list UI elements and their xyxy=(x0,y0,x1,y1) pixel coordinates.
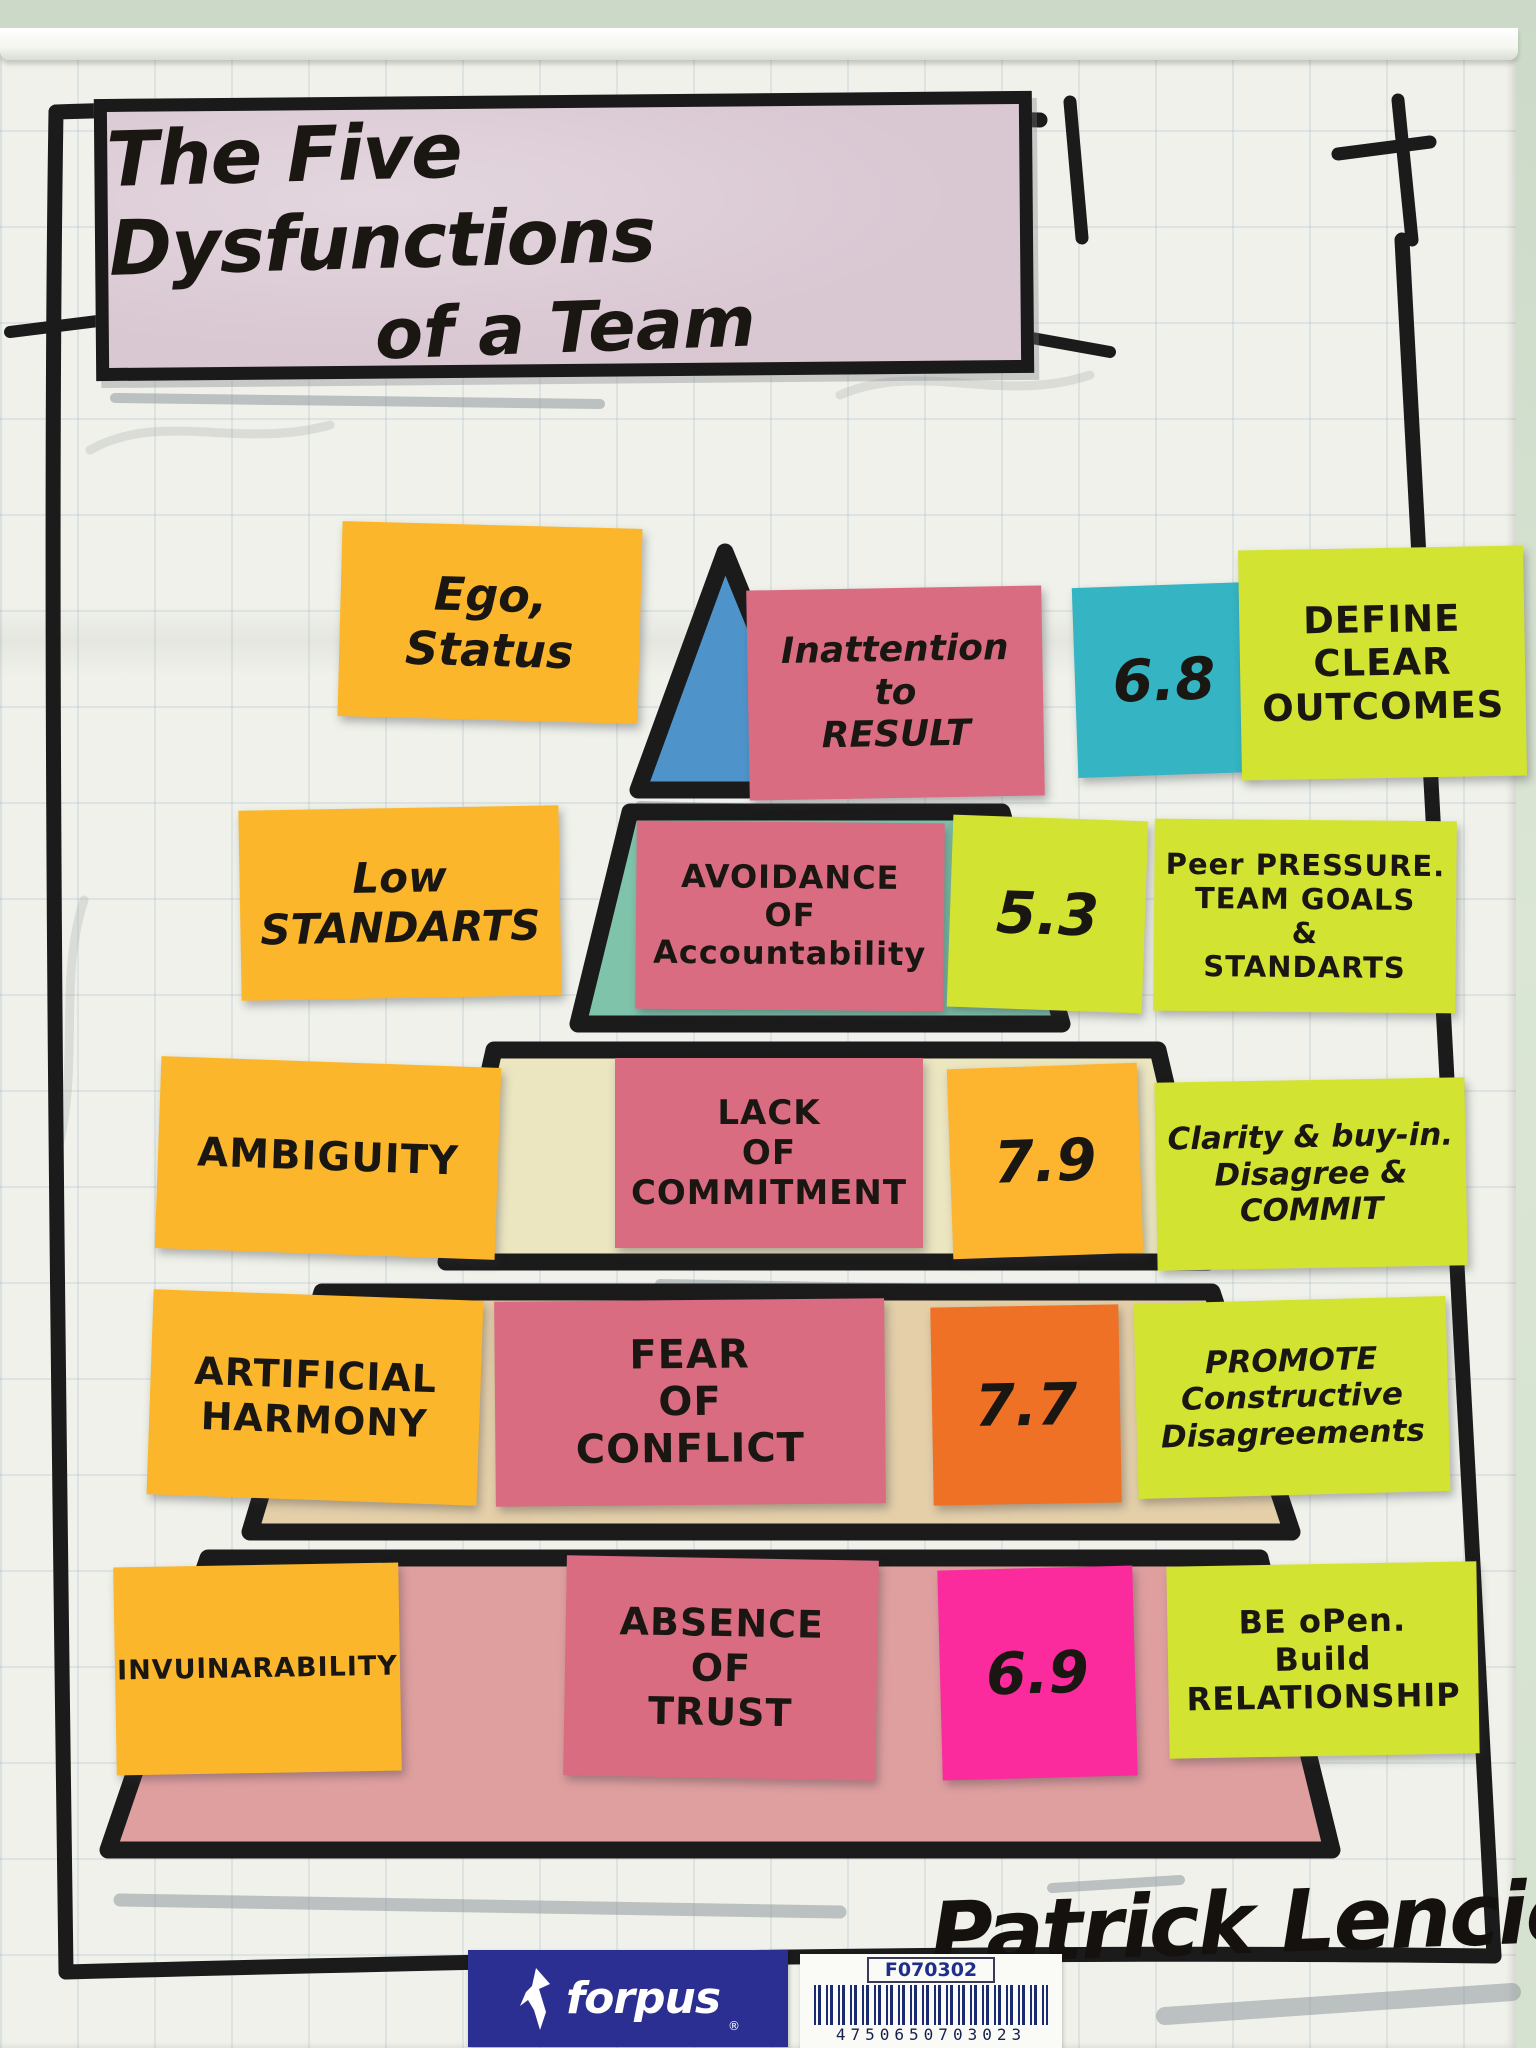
score-text-row5: 6.9 xyxy=(985,1637,1090,1709)
cause-text-row1: Ego, Status xyxy=(404,566,575,679)
cause-note-row5: INVUlNARABILITY xyxy=(113,1562,402,1776)
cause-note-row1: Ego, Status xyxy=(337,521,643,724)
registered-mark: ® xyxy=(728,2019,741,2033)
cause-text-row5: INVUlNARABILITY xyxy=(116,1650,399,1687)
barcode-digits: 4750650703023 xyxy=(835,2025,1027,2044)
cause-note-row4: ARTIFICIAL HARMONY xyxy=(146,1289,484,1506)
dysfunction-text-row3: LACK OF COMMITMENT xyxy=(630,1092,908,1214)
cause-note-row2: Low STANDARTS xyxy=(238,805,562,1001)
barcode-bars xyxy=(814,1985,1048,2025)
dysfunction-note-row1: Inattention to RESULT xyxy=(746,585,1045,801)
pad-top-curl xyxy=(0,28,1518,60)
remedy-note-row1: DEFINE CLEAR OUTCOMES xyxy=(1238,545,1527,781)
remedy-text-row4: PROMOTE Constructive Disagreements xyxy=(1160,1340,1426,1456)
dysfunction-note-row3: LACK OF COMMITMENT xyxy=(615,1058,923,1248)
score-text-row1: 6.8 xyxy=(1111,644,1217,716)
parrot-icon xyxy=(519,1967,550,2030)
remedy-text-row2: Peer PRESSURE. TEAM GOALS & STANDARTS xyxy=(1165,846,1446,986)
cause-text-row4: ARTIFICIAL HARMONY xyxy=(193,1348,438,1446)
score-text-row3: 7.9 xyxy=(992,1125,1098,1197)
dysfunction-text-row1: Inattention to RESULT xyxy=(780,627,1009,757)
dysfunction-text-row4: FEAR OF CONFLICT xyxy=(575,1331,806,1474)
page-title-line-1: The Five Dysfunctions xyxy=(105,105,657,293)
dysfunction-note-row4: FEAR OF CONFLICT xyxy=(494,1298,886,1507)
score-text-row4: 7.7 xyxy=(974,1369,1078,1440)
score-note-row5: 6.9 xyxy=(937,1565,1138,1781)
remedy-note-row2: Peer PRESSURE. TEAM GOALS & STANDARTS xyxy=(1153,818,1457,1014)
score-text-row2: 5.3 xyxy=(994,878,1101,950)
remedy-note-row5: BE oPen. Build RELATIONSHIP xyxy=(1166,1561,1480,1759)
cause-text-row2: Low STANDARTS xyxy=(260,852,541,955)
product-code: F070302 xyxy=(866,1957,996,1983)
dysfunction-text-row5: ABSENCE OF TRUST xyxy=(619,1598,825,1736)
score-note-row2: 5.3 xyxy=(946,814,1149,1014)
title-box: The Five Dysfunctions of a Team xyxy=(93,90,1035,382)
remedy-note-row3: Clarity & buy-in. Disagree & COMMIT xyxy=(1154,1077,1468,1271)
forpus-brand-text: forpus xyxy=(565,1973,721,2024)
dysfunction-text-row2: AVOIDANCE OF Accountability xyxy=(652,857,927,974)
barcode-label: F070302 4750650703023 xyxy=(800,1954,1062,2048)
remedy-note-row4: PROMOTE Constructive Disagreements xyxy=(1133,1295,1451,1500)
page-title-line-2: of a Team xyxy=(373,280,757,376)
score-note-row4: 7.7 xyxy=(930,1304,1122,1506)
score-note-row3: 7.9 xyxy=(946,1062,1144,1260)
forpus-logo: forpus ® xyxy=(468,1950,788,2047)
remedy-text-row1: DEFINE CLEAR OUTCOMES xyxy=(1261,596,1505,730)
remedy-text-row5: BE oPen. Build RELATIONSHIP xyxy=(1186,1600,1461,1719)
dysfunction-note-row5: ABSENCE OF TRUST xyxy=(563,1555,879,1781)
remedy-text-row3: Clarity & buy-in. Disagree & COMMIT xyxy=(1167,1116,1454,1230)
cause-note-row3: AMBIGUITY xyxy=(154,1056,502,1260)
cause-text-row3: AMBIGUITY xyxy=(196,1129,460,1185)
dysfunction-note-row2: AVOIDANCE OF Accountability xyxy=(635,820,945,1012)
score-note-row1: 6.8 xyxy=(1071,581,1257,779)
